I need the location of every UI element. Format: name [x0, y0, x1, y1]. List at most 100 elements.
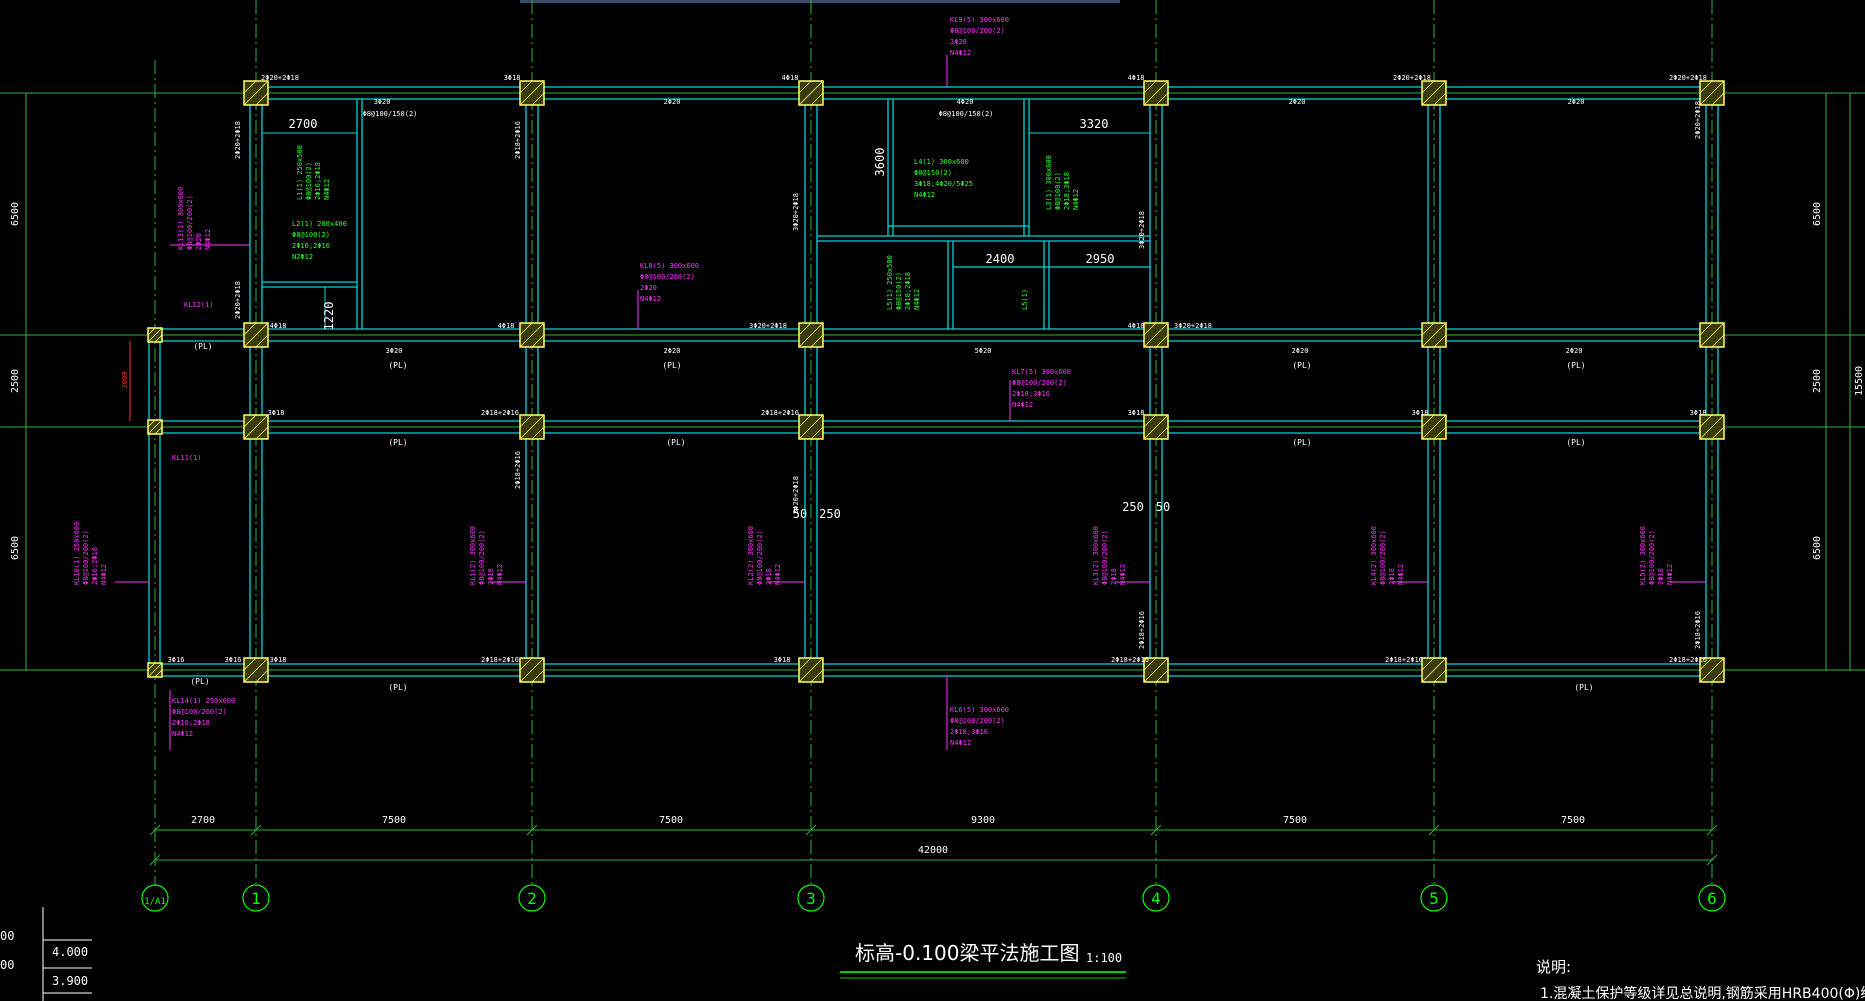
rebar-mid-2: 2Φ20	[664, 98, 681, 106]
notes-block: 说明: 1.混凝土保护等级详见总说明,钢筋采用HRB400(Φ)级。	[1536, 958, 1865, 1001]
dim-right-total: 15500	[1854, 366, 1865, 396]
axis-bubble-0	[141, 884, 169, 912]
l3-line-4: N4Φ12	[1072, 189, 1080, 210]
rebar-r3-e: 3Φ18	[1412, 409, 1429, 417]
l5-line-3: 2Φ18;2Φ18	[904, 272, 912, 310]
column-hatch-7	[519, 657, 545, 683]
rebar-r2-a: 4Φ18	[270, 322, 287, 330]
axis-label-6: 6	[1707, 889, 1717, 908]
toolbar-strip	[520, 0, 1120, 3]
l4-line-4: N4Φ12	[914, 191, 935, 199]
kl9-line-1: KL9(5) 300x600	[950, 16, 1009, 24]
beam-l4-annotation: L4(1) 300x600 Φ8@150(2) 3Φ18;4Φ20/5Φ25 N…	[914, 158, 973, 199]
column-hatch-13	[1143, 322, 1169, 348]
column-hatch-25	[147, 419, 163, 435]
bottom-dimension-texts: 2700 7500 7500 9300 7500 7500 42000	[191, 815, 1585, 856]
column-hatch-6	[519, 414, 545, 440]
axis-label-5: 5	[1429, 889, 1439, 908]
inner-dimension-texts: 2700 3320 3600 2400 2950 1220 50 250 250…	[289, 117, 1171, 521]
rebar-r4-a: 3Φ16	[168, 656, 185, 664]
beam-kl10-annotation: KL10(1) 250x600 Φ8@100/200(2) 2Φ16;2Φ18 …	[73, 522, 108, 585]
grid-lines-horizontal	[0, 92, 1865, 671]
l1-line-1: L1(1) 250x500	[296, 145, 304, 200]
axis-label-3: 3	[806, 889, 816, 908]
rebar-r2-c: 3Φ20+2Φ18	[749, 322, 787, 330]
kl1-line-2: Φ8@100/200(2)	[478, 530, 486, 585]
dim-bottom-5: 7500	[1283, 815, 1307, 826]
beam-l3-annotation: L3(1) 300x600 Φ8@100(2) 2Φ18;3Φ18 N4Φ12	[1045, 155, 1080, 210]
column-hatch-9	[798, 322, 824, 348]
kl14-line-2: Φ8@100/200(2)	[172, 708, 227, 716]
kl10-line-1: KL10(1) 250x600	[73, 522, 81, 585]
kl5-line-1: KL5(2) 300x600	[1639, 526, 1647, 585]
column-hatch-11	[798, 657, 824, 683]
kl3-line-3: 2Φ18	[1110, 568, 1118, 585]
l3-line-2: Φ8@100(2)	[1054, 172, 1062, 210]
pl-12: (PL)	[1574, 683, 1593, 692]
vrebar-4a: 3Φ20+2Φ18	[1138, 211, 1146, 249]
dim-bottom-3: 7500	[659, 815, 683, 826]
side-dimension-texts: 6500 2500 6500 6500 2500 6500 15500	[10, 202, 1865, 560]
beam-kl9-annotation: KL9(5) 300x600 Φ8@100/200(2) 3Φ20 N4Φ12	[950, 16, 1009, 57]
axis-bubble-2	[518, 884, 546, 912]
column-hatch-15	[1143, 657, 1169, 683]
dim-1220: 1220	[322, 302, 336, 331]
kl10-line-4: N4Φ12	[100, 564, 108, 585]
level-b-value: 3.900	[52, 974, 88, 988]
kl13-line-2: Φ8@100/200(2)	[186, 195, 194, 250]
rebar-top-2: 3Φ18	[504, 74, 521, 82]
bottom-dimension-lines	[149, 824, 1718, 866]
beam-kl5-annotation: KL5(2) 300x600 Φ8@100/200(2) 2Φ18 N4Φ12	[1639, 526, 1674, 585]
rebar-top-5: 2Φ20+2Φ18	[1393, 74, 1431, 82]
column-hatch-0	[243, 80, 269, 106]
kl1-line-1: KL1(2) 300x600	[469, 526, 477, 585]
kl12-label: KL12(1)	[184, 301, 214, 309]
kl3-line-4: N4Φ12	[1119, 564, 1127, 585]
vrebar-3a: 3Φ20+2Φ18	[792, 193, 800, 231]
vrebar-1a: 2Φ20+2Φ18	[234, 121, 242, 159]
pl-2: (PL)	[388, 361, 407, 370]
kl1-line-4: N4Φ12	[496, 564, 504, 585]
rebar-r4-c: 3Φ18	[270, 656, 287, 664]
inner-dimension-lines	[129, 132, 1150, 421]
kl8-line-2: Φ8@100/200(2)	[640, 273, 695, 281]
column-hatch-10	[798, 414, 824, 440]
beam-annotations-green: L1(1) 250x500 Φ8@100(2) 2Φ16;2Φ18 N4Φ12 …	[292, 145, 1080, 310]
pl-4: (PL)	[1292, 361, 1311, 370]
dim-250-right: 250	[1122, 500, 1144, 514]
dim-left-1: 6500	[10, 202, 21, 226]
kl6-line-3: 2Φ18;3Φ16	[950, 728, 988, 736]
kl2-line-2: Φ8@100/200(2)	[756, 530, 764, 585]
beam-kl8-annotation: KL8(5) 300x600 Φ8@100/200(2) 2Φ20 N4Φ12	[640, 262, 699, 303]
kl7-line-1: KL7(5) 300x600	[1012, 368, 1071, 376]
dim-250-left: 250	[819, 507, 841, 521]
axis-bubble-6	[1698, 884, 1726, 912]
row3-rebar-texts: 3Φ18 2Φ18+2Φ16 2Φ18+2Φ16 3Φ18 3Φ18 3Φ18	[268, 409, 1707, 417]
pl-7: (PL)	[666, 438, 685, 447]
pl-3: (PL)	[662, 361, 681, 370]
dim-2000-red: 2000	[121, 372, 129, 389]
beam-annotations-magenta: KL9(5) 300x600 Φ8@100/200(2) 3Φ20 N4Φ12 …	[73, 16, 1674, 747]
rebar-r4-f: 2Φ18+2Φ16	[1111, 656, 1149, 664]
column-hatch-12	[1143, 80, 1169, 106]
kl4-line-1: KL4(2) 300x600	[1370, 526, 1378, 585]
kl8-line-1: KL8(5) 300x600	[640, 262, 699, 270]
l1-line-4: N4Φ12	[323, 179, 331, 200]
l5b-label: L5(1)	[1021, 289, 1029, 310]
kl8-line-3: 2Φ20	[640, 284, 657, 292]
column-hatch-19	[1421, 657, 1447, 683]
l5-line-2: Φ8@150(2)	[895, 272, 903, 310]
vrebar-3b: 3Φ20+2Φ18	[792, 476, 800, 514]
drawing-title: 标高-0.100梁平法施工图	[855, 941, 1079, 965]
pl-markers: (PL) (PL) (PL) (PL) (PL) (PL) (PL) (PL) …	[190, 342, 1593, 692]
column-hatch-14	[1143, 414, 1169, 440]
pl-6: (PL)	[388, 438, 407, 447]
axis-label-4: 4	[1151, 889, 1161, 908]
beam-kl1-annotation: KL1(2) 300x600 Φ8@100/200(2) 2Φ18 N4Φ12	[469, 526, 504, 585]
dim-right-2: 2500	[1812, 369, 1823, 393]
level-b-left: 00	[0, 958, 14, 972]
pl-11: (PL)	[388, 683, 407, 692]
l4-line-1: L4(1) 300x600	[914, 158, 969, 166]
